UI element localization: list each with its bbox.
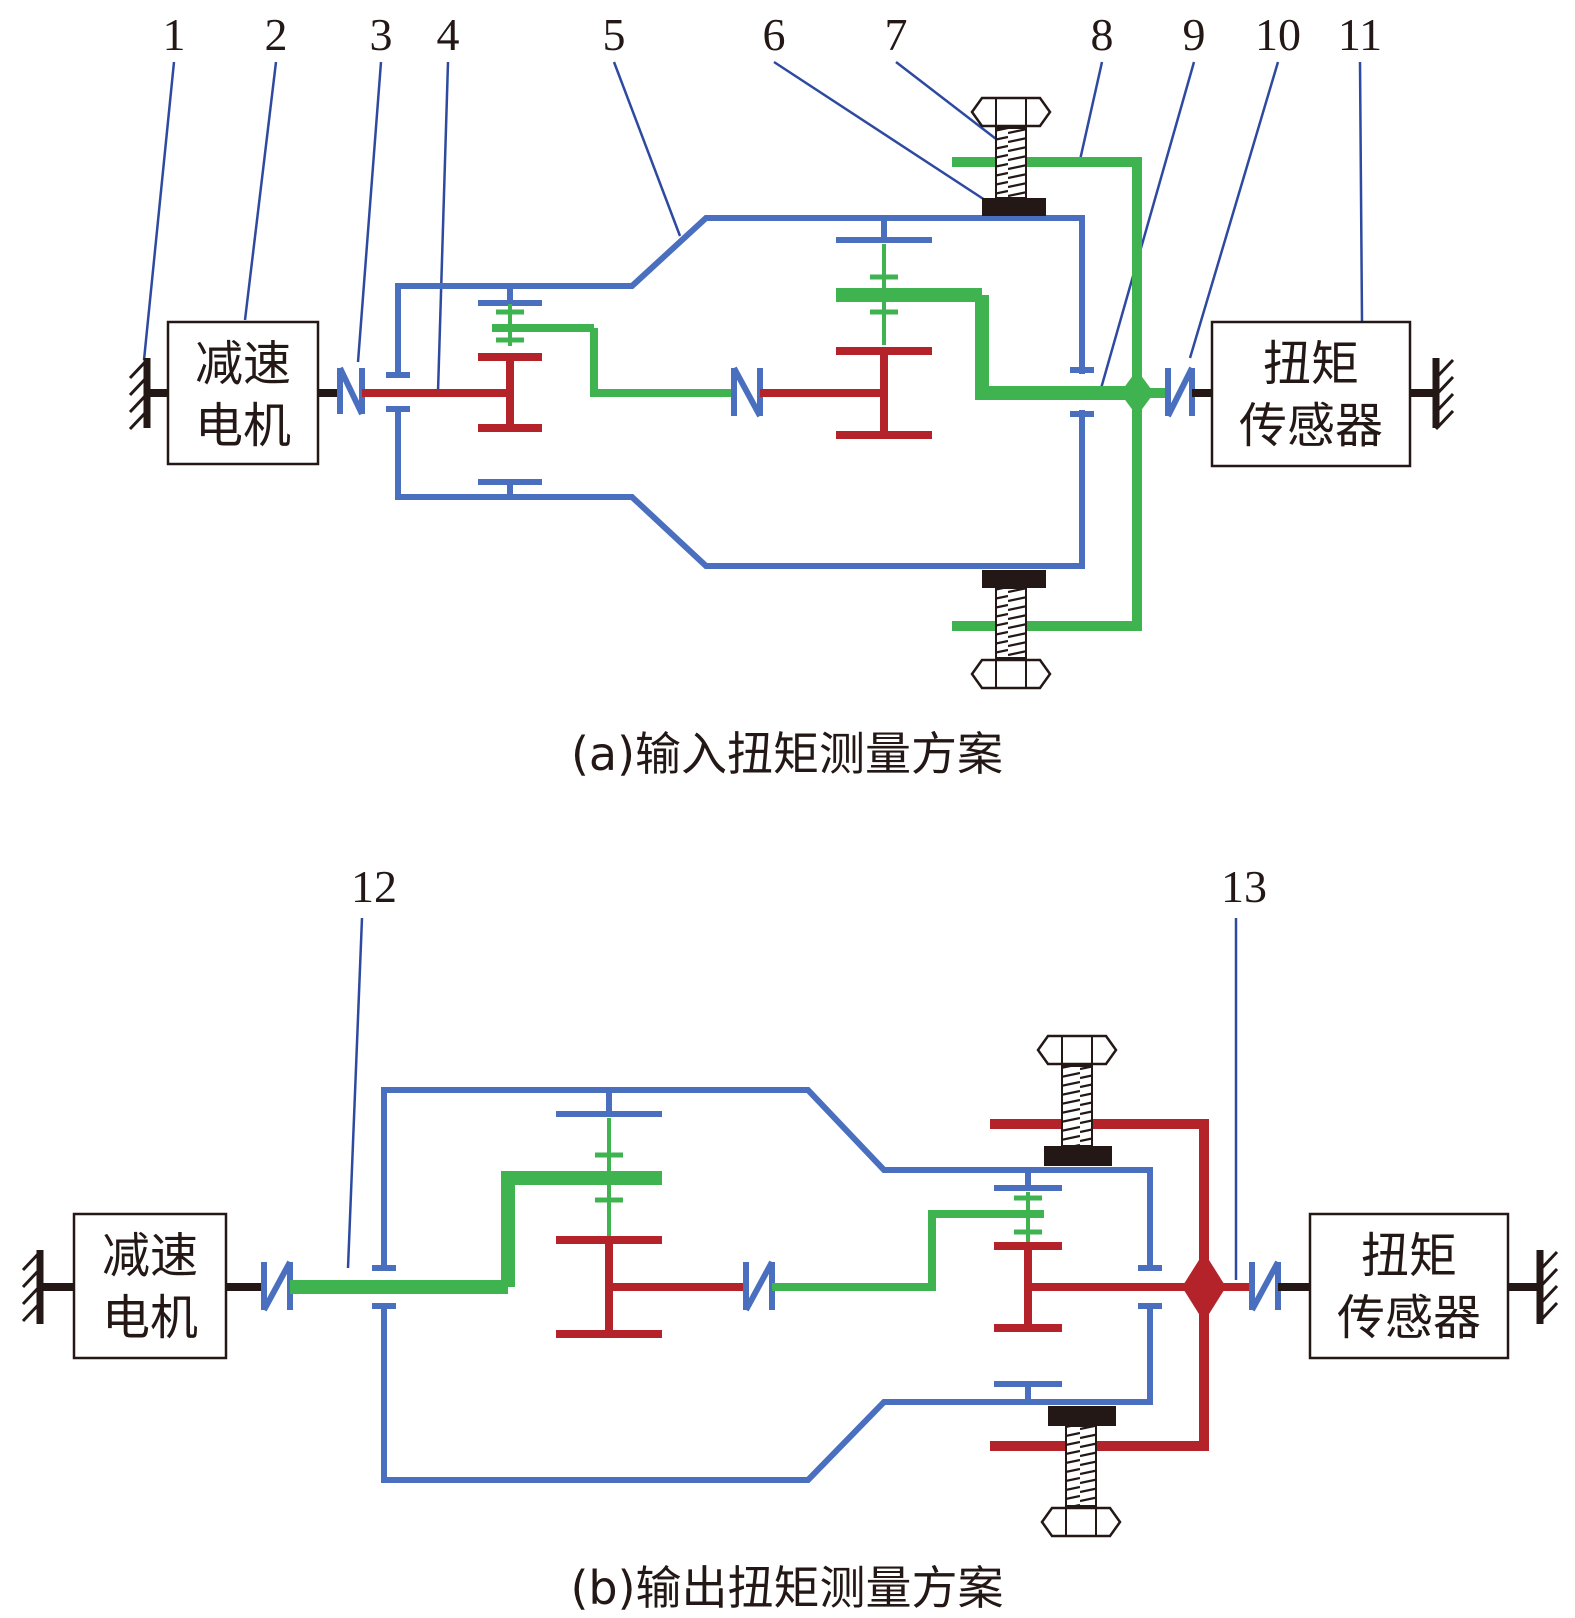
input-shaft-red-a xyxy=(362,353,542,432)
ground-hatch-icon xyxy=(1432,358,1455,431)
leader-6 xyxy=(773,60,989,204)
housing-b xyxy=(372,1087,1162,1483)
part-number-1: 1 xyxy=(163,9,186,60)
leader-2 xyxy=(243,61,278,321)
leader-12 xyxy=(346,917,364,1269)
part-number-7: 7 xyxy=(885,9,908,60)
leader-1 xyxy=(142,61,176,361)
part-numbers-a: 1 2 3 4 5 6 7 8 9 10 11 xyxy=(163,9,1383,60)
torque-sensor-box: 扭矩 传感器 xyxy=(1210,320,1412,468)
sensor-label-line1-b: 扭矩 xyxy=(1361,1228,1457,1284)
part-number-2: 2 xyxy=(265,9,288,60)
leader-lines-a xyxy=(142,60,1364,393)
bolt-icon xyxy=(1036,1034,1118,1166)
sun-gear-red-a2 xyxy=(760,347,932,439)
ground-hatch-icon xyxy=(21,1250,44,1324)
coupling-icon xyxy=(743,1260,775,1312)
motor-label-line1: 减速 xyxy=(195,336,291,392)
part-number-10: 10 xyxy=(1255,9,1301,60)
part-number-3: 3 xyxy=(370,9,393,60)
coupling-icon xyxy=(337,366,365,416)
part-number-6: 6 xyxy=(763,9,786,60)
sensor-label-line2: 传感器 xyxy=(1239,398,1383,454)
motor-label-line2-b: 电机 xyxy=(102,1290,198,1346)
leader-7 xyxy=(895,61,1001,143)
coupling-icon xyxy=(1249,1260,1281,1312)
reduction-motor-box-b: 减速 电机 xyxy=(72,1212,228,1360)
leader-5 xyxy=(612,61,682,237)
part-number-13: 13 xyxy=(1221,861,1267,912)
planet-carrier-green-b2 xyxy=(772,1192,1044,1291)
leader-10 xyxy=(1188,61,1280,359)
reduction-motor-box: 减速 电机 xyxy=(166,320,320,466)
part-number-11: 11 xyxy=(1338,9,1382,60)
planet-carrier-green-a2 xyxy=(836,157,1168,631)
sensor-label-line2-b: 传感器 xyxy=(1337,1290,1481,1346)
diagram-a: 1 2 3 4 5 6 7 8 9 10 11 xyxy=(128,9,1455,781)
diagram-b: 12 13 减速 电机 xyxy=(21,861,1559,1615)
bolt-icon xyxy=(1040,1406,1122,1538)
leader-11 xyxy=(1358,61,1364,323)
motor-label-line2: 电机 xyxy=(195,398,291,454)
part-number-8: 8 xyxy=(1091,9,1114,60)
torque-sensor-box-b: 扭矩 传感器 xyxy=(1308,1212,1510,1360)
leader-4 xyxy=(436,61,450,393)
ground-hatch-icon xyxy=(1536,1250,1559,1324)
input-shaft-green-b xyxy=(290,1118,662,1294)
bolt-icon xyxy=(970,570,1052,690)
bolt-icon xyxy=(970,96,1052,216)
motor-label-line1-b: 减速 xyxy=(102,1228,198,1284)
sun-gear-red-b1 xyxy=(556,1236,746,1338)
coupling-icon xyxy=(1165,366,1195,418)
caption-a: (a)输入扭矩测量方案 xyxy=(571,727,1003,781)
housing-a xyxy=(386,215,1094,569)
part-number-4: 4 xyxy=(437,9,460,60)
caption-b: (b)输出扭矩测量方案 xyxy=(570,1561,1003,1615)
part-number-9: 9 xyxy=(1183,9,1206,60)
part-number-12: 12 xyxy=(351,861,397,912)
part-number-5: 5 xyxy=(603,9,626,60)
leader-8 xyxy=(1078,61,1104,161)
leader-9 xyxy=(1098,61,1196,393)
sensor-label-line1: 扭矩 xyxy=(1263,336,1359,392)
coupling-icon xyxy=(261,1260,293,1312)
ground-hatch-icon xyxy=(128,358,151,431)
planet-gear-green-a1 xyxy=(492,304,732,397)
leader-3 xyxy=(356,61,383,363)
coupling-icon xyxy=(731,366,763,418)
